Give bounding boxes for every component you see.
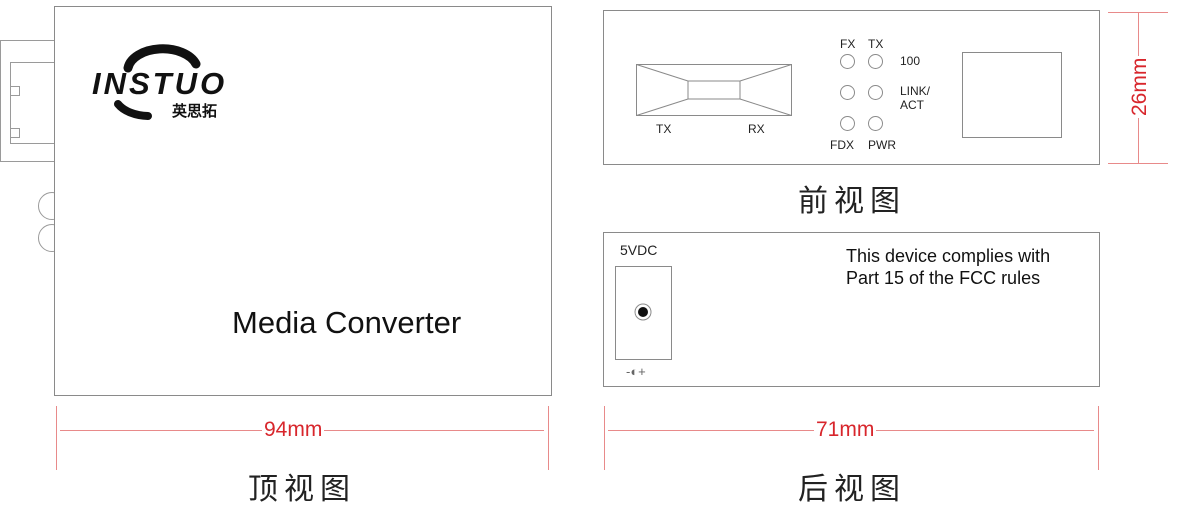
port-label-rx: RX	[748, 122, 765, 136]
back-view-body	[603, 232, 1100, 387]
dim-label-71: 71mm	[814, 418, 877, 442]
dim-tick-left-71	[604, 406, 605, 470]
led-fx-link	[840, 85, 855, 100]
brand-logo: INSTUO 英思拓	[88, 44, 238, 124]
sc-port-icon	[636, 64, 792, 116]
power-jack-icon	[633, 302, 653, 322]
led-label-100: 100	[900, 54, 921, 68]
fcc-notice-line-2: Part 15 of the FCC rules	[846, 268, 1041, 288]
led-pwr	[868, 116, 883, 131]
dim-label-94: 94mm	[262, 418, 325, 442]
led-tx-100	[868, 54, 883, 69]
dim-tick-bottom	[1108, 163, 1168, 164]
led-label-fx: FX	[840, 37, 856, 51]
connector-tab-1	[10, 86, 20, 96]
top-view-caption: 顶视图	[248, 472, 356, 507]
logo-swoosh-icon	[114, 44, 201, 120]
fiber-port	[636, 64, 792, 116]
back-view-caption: 后视图	[798, 472, 906, 507]
port-label-tx: TX	[656, 122, 672, 136]
dim-tick-right-71	[1098, 406, 1099, 470]
led-label-act: ACT	[900, 98, 924, 112]
brand-chinese: 英思拓	[172, 103, 218, 120]
polarity-symbol: -◐+	[626, 364, 646, 379]
led-tx-link	[868, 85, 883, 100]
dim-tick-left	[56, 406, 57, 470]
led-label-pwr: PWR	[868, 138, 896, 152]
fcc-notice-line-1: This device complies with	[846, 246, 1051, 266]
led-fx-100	[840, 54, 855, 69]
rj45-port	[962, 52, 1062, 138]
connector-tab-2	[10, 128, 20, 138]
led-label-fdx: FDX	[830, 138, 854, 152]
led-fdx	[840, 116, 855, 131]
top-view-body	[54, 6, 552, 396]
dim-tick-right	[548, 406, 549, 470]
led-label-tx: TX	[868, 37, 884, 51]
power-label: 5VDC	[620, 242, 658, 258]
product-label: Media Converter	[232, 305, 462, 340]
led-label-link: LINK/	[900, 84, 931, 98]
brand-name: INSTUO	[92, 66, 228, 101]
front-view-caption: 前视图	[798, 184, 906, 219]
